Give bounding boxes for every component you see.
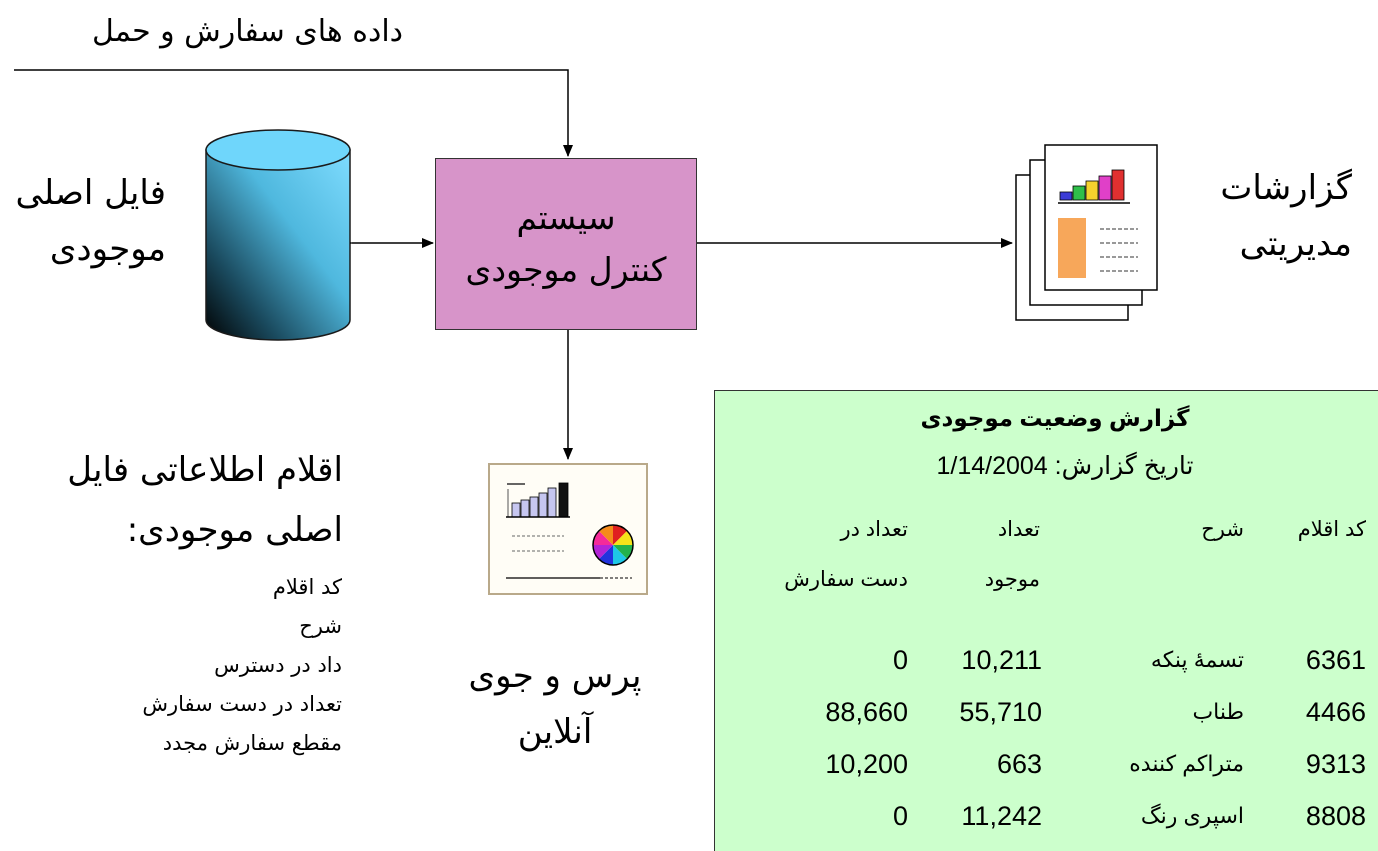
header-on-hand-2: موجود bbox=[984, 568, 1040, 591]
fields-title-line1: اقلام اطلاعاتی فایل bbox=[67, 450, 343, 490]
table-cell-desc: تسمهٔ پنکه bbox=[1150, 647, 1244, 672]
header-code: کد اقلام bbox=[1297, 518, 1366, 541]
table-cell-code: 8808 bbox=[1305, 801, 1366, 831]
reports-label-line2: مدیریتی bbox=[1239, 224, 1352, 264]
online-query-label: پرس و جوی آنلاین bbox=[440, 648, 670, 760]
table-cell-code: 4466 bbox=[1305, 697, 1366, 727]
table-cell-on-hand: 55,710 bbox=[959, 697, 1042, 727]
header-on-order-2: دست سفارش bbox=[784, 568, 908, 591]
database-label: فایل اصلی موجودی bbox=[15, 165, 166, 277]
table-cell-on-order: 88,660 bbox=[825, 697, 908, 727]
database-cylinder-icon bbox=[205, 129, 351, 341]
system-label-line1: سیستم bbox=[516, 198, 616, 237]
report-date-value: 1/14/2004 bbox=[936, 452, 1048, 480]
inventory-control-system-box: سیستم کنترل موجودی bbox=[435, 158, 697, 330]
field-item: تعداد در دست سفارش bbox=[142, 692, 342, 716]
online-label-line2: آنلاین bbox=[517, 712, 593, 752]
header-on-hand-1: تعداد bbox=[997, 518, 1040, 541]
field-item: داد در دسترس bbox=[214, 653, 342, 677]
table-cell-code: 9313 bbox=[1305, 749, 1366, 779]
fields-list: کد اقلام شرح داد در دسترس تعداد در دست س… bbox=[142, 568, 342, 763]
database-label-line1: فایل اصلی bbox=[15, 173, 166, 213]
online-query-screen-icon bbox=[488, 463, 648, 595]
table-cell-desc: متراکم کننده bbox=[1129, 751, 1244, 776]
table-cell-on-order: 0 bbox=[892, 645, 908, 675]
table-cell-desc: اسپری رنگ bbox=[1140, 803, 1244, 828]
inventory-status-report: گزارش وضعیت موجودی تاریخ گزارش: 1/14/200… bbox=[714, 390, 1378, 851]
table-cell-on-order: 10,200 bbox=[825, 749, 908, 779]
field-item: کد اقلام bbox=[272, 575, 342, 599]
table-cell-on-hand: 11,242 bbox=[961, 801, 1042, 831]
header-desc: شرح bbox=[1201, 518, 1244, 541]
header-on-order-1: تعداد در bbox=[840, 518, 908, 541]
table-cell-desc: طناب bbox=[1192, 699, 1244, 724]
database-label-line2: موجودی bbox=[49, 229, 166, 269]
fields-title: اقلام اطلاعاتی فایل اصلی موجودی: bbox=[67, 440, 343, 560]
management-reports-label: گزارشات مدیریتی bbox=[1220, 160, 1352, 272]
reports-label-line1: گزارشات bbox=[1220, 168, 1352, 208]
table-cell-on-hand: 10,211 bbox=[961, 645, 1042, 675]
system-label-line2: کنترل موجودی bbox=[465, 250, 667, 289]
fields-title-line2: اصلی موجودی: bbox=[126, 510, 343, 550]
field-item: شرح bbox=[299, 614, 342, 638]
report-date-label: تاریخ گزارش: bbox=[1054, 452, 1194, 480]
report-documents-icon bbox=[1015, 144, 1158, 321]
field-item: مقطع سفارش مجدد bbox=[162, 731, 342, 755]
report-date: تاریخ گزارش: 1/14/2004 bbox=[895, 451, 1235, 481]
table-cell-on-hand: 663 bbox=[996, 749, 1042, 779]
table-cell-code: 6361 bbox=[1305, 645, 1366, 675]
report-title: گزارش وضعیت موجودی bbox=[920, 405, 1190, 431]
input-data-label: داده های سفارش و حمل bbox=[92, 14, 404, 49]
online-label-line1: پرس و جوی bbox=[468, 656, 642, 696]
table-cell-on-order: 0 bbox=[892, 801, 908, 831]
